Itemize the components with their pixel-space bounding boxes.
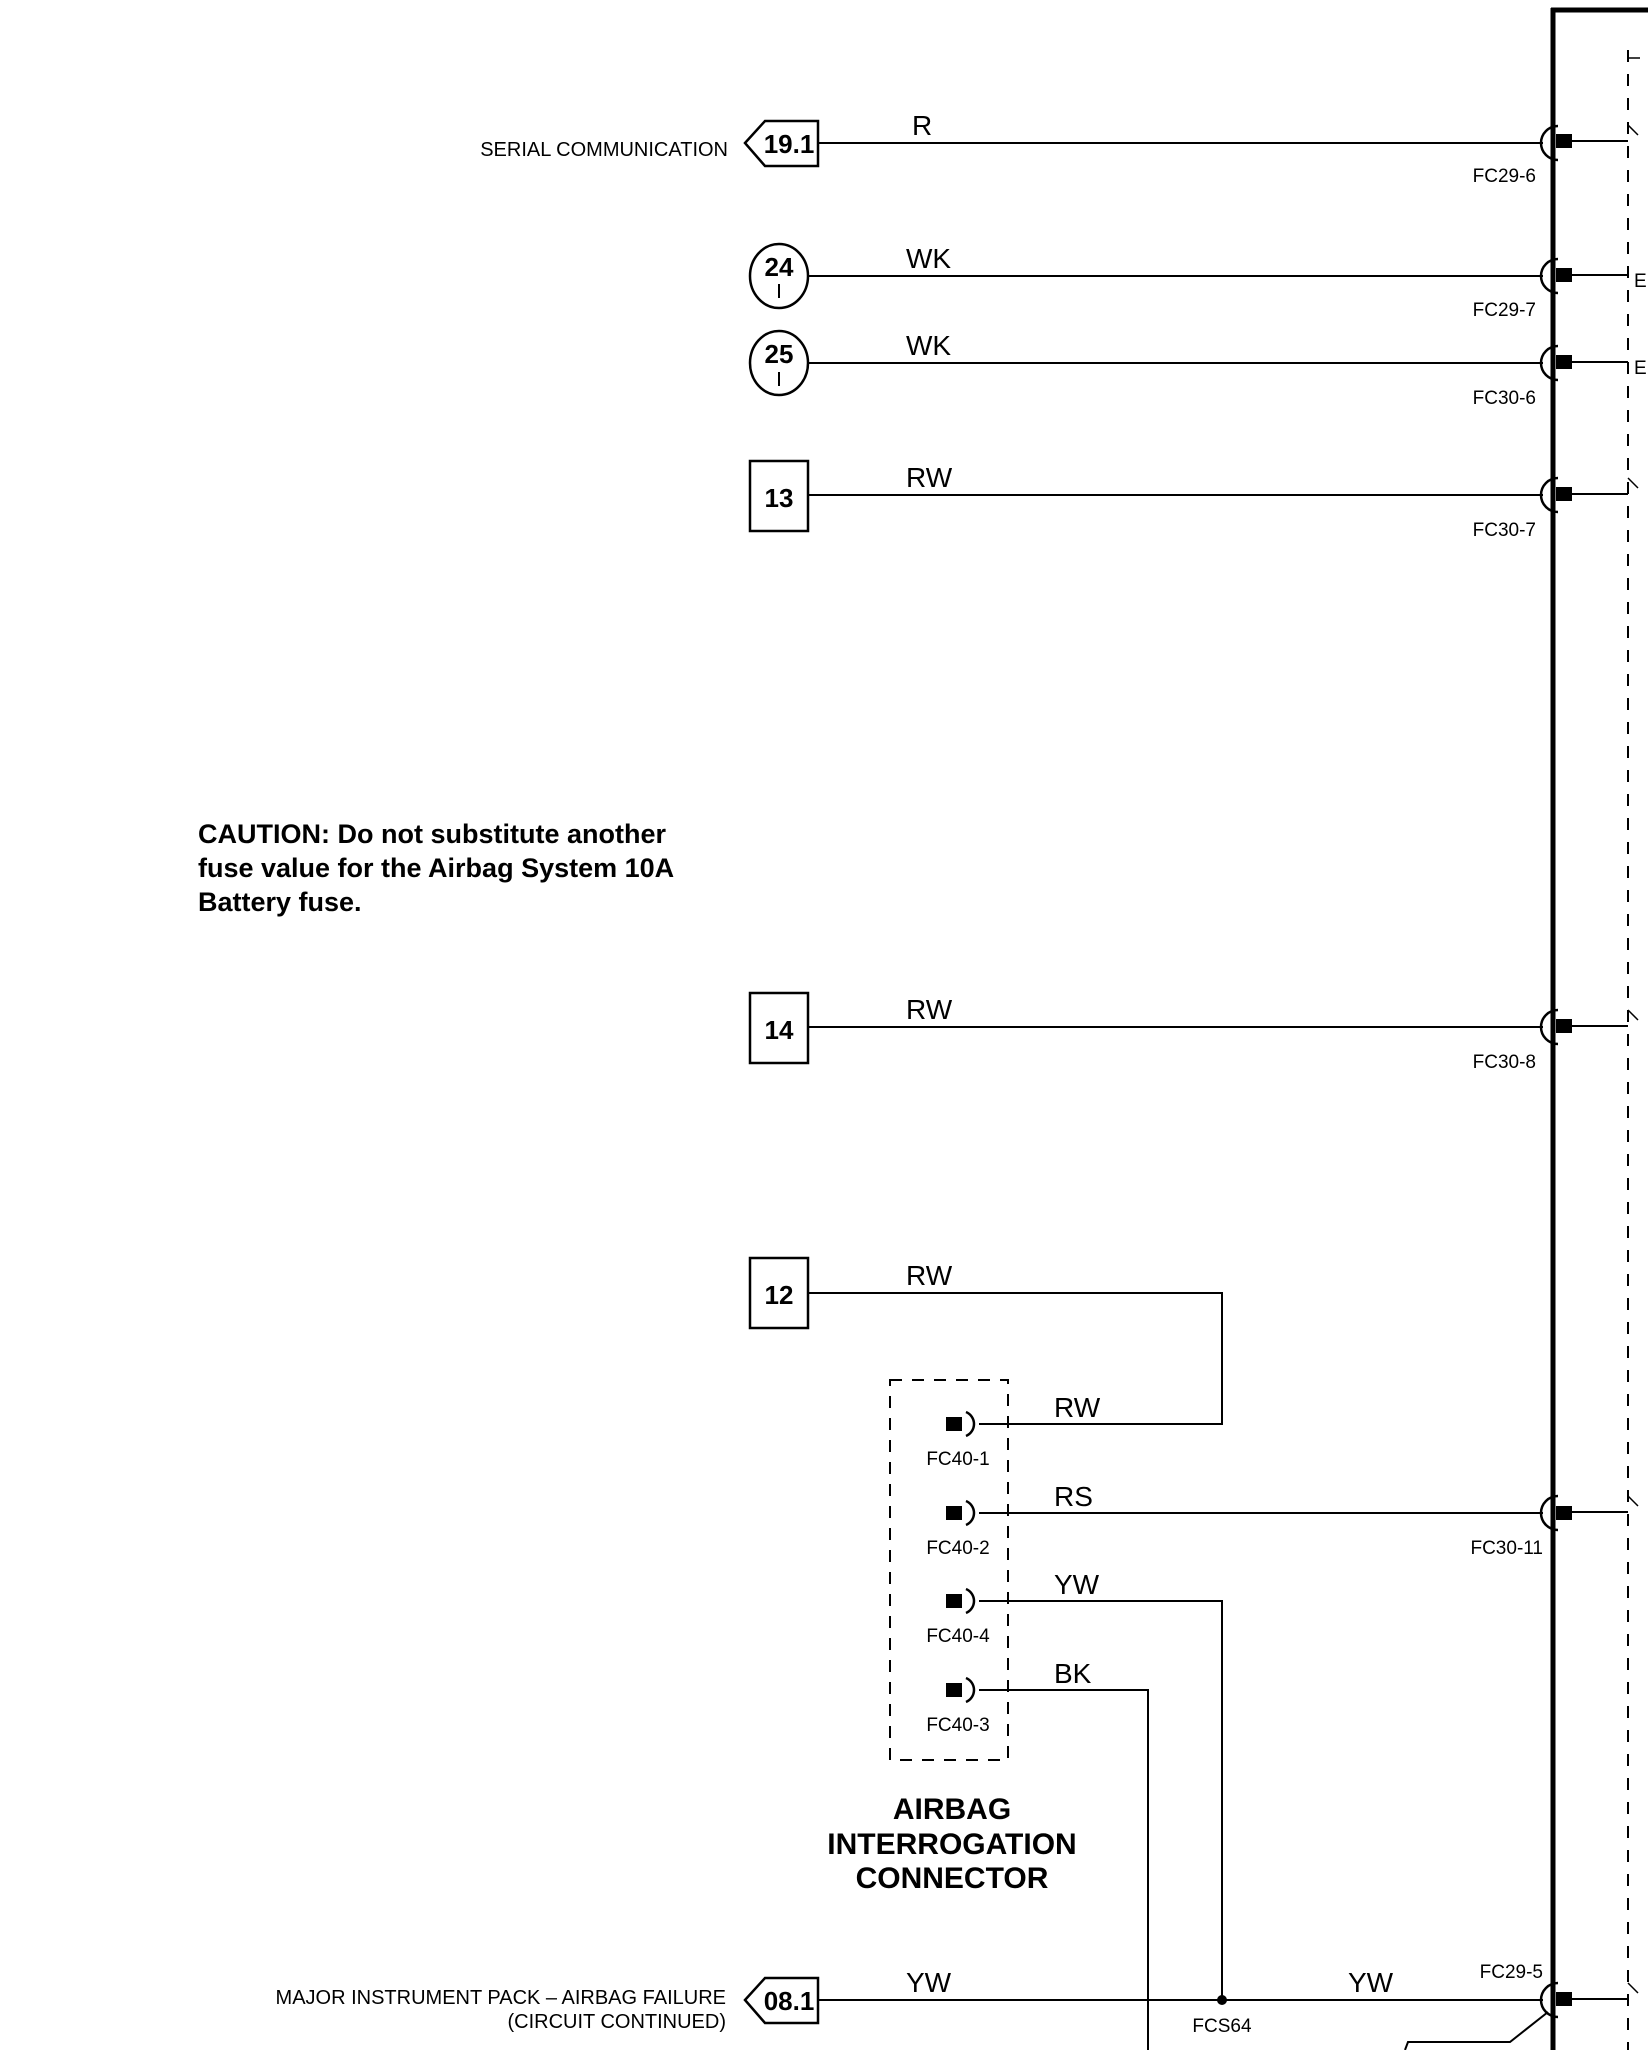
connector-fc30-11-label: FC30-11 (1470, 1538, 1543, 1559)
wire-yw-fc40-4 (979, 1600, 1223, 2000)
instrument-pack-ref: 08.1 (764, 1986, 815, 2016)
circle-marker-24-text: 24 (765, 252, 794, 282)
connector-fc29-7-label: FC29-7 (1473, 300, 1536, 321)
airbag-interrogation-connector: RW FC40-1 RS FC40-2 YW FC40-4 BK FC40-3 … (827, 1379, 1543, 2050)
fuse-box-14 (748, 991, 810, 1065)
module-block (1550, 7, 1648, 2050)
wire-yw-right-label: YW (1348, 1967, 1394, 1998)
connector-fc30-11: FC30-11 (1470, 1494, 1628, 1559)
fuse-box-13 (748, 459, 810, 533)
connector-fc40-2-label: FC40-2 (926, 1538, 989, 1559)
wire-rw-13-label: RW (906, 462, 953, 493)
circuit-fuse-14: 14 RW FC30-8 (748, 991, 1628, 1073)
connector-fc29-6-label: FC29-6 (1473, 166, 1536, 187)
airbag-connector-title-line-2: INTERROGATION (827, 1828, 1076, 1861)
module-edge-ticks (1627, 124, 1639, 1994)
airbag-connector-title-line-1: AIRBAG (893, 1793, 1011, 1826)
connector-fc40-4-label: FC40-4 (926, 1626, 990, 1647)
wire-wk-1-label: WK (906, 243, 951, 274)
connector-fc40-3-label: FC40-3 (926, 1715, 989, 1736)
connector-fc40-3-pin (965, 1676, 976, 1704)
module-edge-glyph: E (1634, 271, 1647, 292)
caution-line-1: CAUTION: Do not substitute another (198, 819, 666, 849)
connector-fc40-4-pin (965, 1587, 976, 1615)
connector-fc40-1-label: FC40-1 (926, 1449, 989, 1470)
connector-fc30-6-pin (1539, 344, 1559, 382)
wire-bk-label: BK (1054, 1658, 1092, 1689)
connector-fc29-7-pin (1539, 257, 1559, 295)
wire-rw-14-label: RW (906, 994, 953, 1025)
airbag-connector-dashed-housing (889, 1379, 1009, 1761)
caution-note: CAUTION: Do not substitute another fuse … (198, 819, 674, 917)
wire-diagonal-to-module (1404, 2011, 1549, 2050)
connector-fc29-5-pin (1539, 1981, 1559, 2019)
circuit-serial-communication: SERIAL COMMUNICATION 19.1 R FC29-6 (480, 110, 1628, 187)
connector-fc30-8-pin (1539, 1008, 1559, 1046)
module-edge-glyph-2: E (1634, 358, 1647, 379)
circuit-24: 24 WK FC29-7 E (748, 242, 1647, 321)
circuit-25: 25 WK FC30-6 E (748, 329, 1647, 409)
instrument-pack-label-line-2: (CIRCUIT CONTINUED) (507, 2011, 726, 2033)
wire-rw-fc40-1-label: RW (1054, 1392, 1101, 1423)
circle-marker-25-text: 25 (765, 339, 794, 369)
instrument-pack-label-line-1: MAJOR INSTRUMENT PACK – AIRBAG FAILURE (276, 1987, 726, 2009)
splice-fcs64-dot (1217, 1995, 1227, 2005)
connector-fc30-8-label: FC30-8 (1473, 1052, 1536, 1073)
fuse-box-13-text: 13 (765, 483, 794, 513)
circuit-fuse-13: 13 RW FC30-7 (748, 459, 1628, 541)
circuit-instrument-pack: MAJOR INSTRUMENT PACK – AIRBAG FAILURE (… (276, 1962, 1628, 2050)
connector-fc40-2-pin (965, 1499, 976, 1527)
splice-fcs64-label: FCS64 (1192, 2016, 1252, 2037)
caution-line-3: Battery fuse. (198, 887, 362, 917)
wire-rw-12-label: RW (906, 1260, 953, 1291)
wire-yw-left-label: YW (906, 1967, 952, 1998)
serial-communication-ref: 19.1 (764, 129, 815, 159)
fuse-box-12-text: 12 (765, 1280, 794, 1310)
wire-yw-fc40-4-label: YW (1054, 1569, 1100, 1600)
connector-fc29-5-label: FC29-5 (1480, 1962, 1543, 1983)
circuit-fuse-12: 12 RW (748, 1256, 1223, 1425)
connector-fc30-7-pin (1539, 476, 1559, 514)
connector-fc30-11-pin (1539, 1494, 1559, 1532)
caution-line-2: fuse value for the Airbag System 10A (198, 853, 674, 883)
fuse-box-14-text: 14 (765, 1015, 794, 1045)
wire-wk-2-label: WK (906, 330, 951, 361)
airbag-connector-title-line-3: CONNECTOR (856, 1862, 1049, 1895)
connector-fc40-1-pin (965, 1410, 976, 1438)
serial-communication-label: SERIAL COMMUNICATION (480, 139, 728, 161)
wire-rs-label: RS (1054, 1481, 1093, 1512)
connector-fc30-6-label: FC30-6 (1473, 388, 1536, 409)
connector-fc29-6-pin (1539, 124, 1559, 162)
wire-bk (979, 1689, 1149, 2050)
wire-rw-12 (808, 1292, 1223, 1425)
connector-fc30-7-label: FC30-7 (1473, 520, 1536, 541)
wire-r-label: R (912, 110, 932, 141)
